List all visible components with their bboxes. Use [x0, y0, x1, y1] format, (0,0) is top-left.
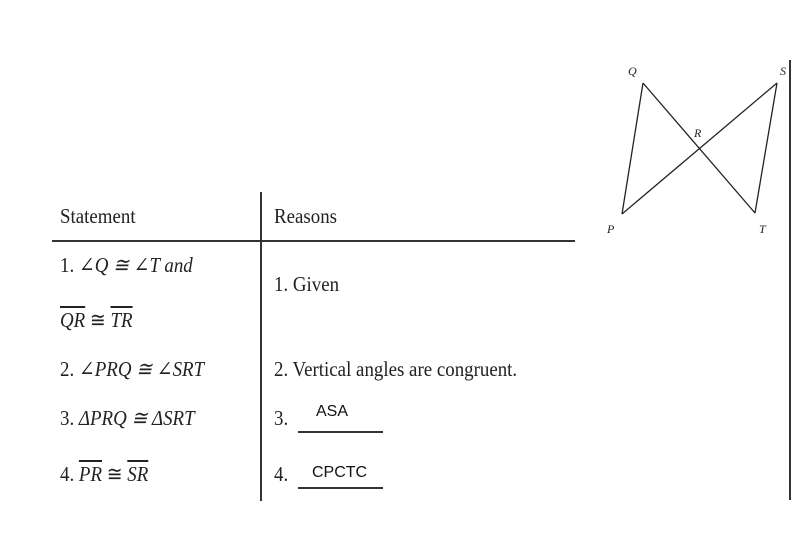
segment-sr: SR: [127, 462, 149, 486]
segment-tr: TR: [110, 308, 133, 332]
statement-text: ∠PRQ ≅ ∠SRT: [78, 357, 205, 381]
row-number: 1.: [60, 253, 75, 277]
label-s: S: [780, 64, 786, 78]
right-border-line: [789, 60, 791, 500]
label-q: Q: [628, 64, 637, 78]
segment-s-t: [754, 82, 778, 214]
congruent-symbol: ≅: [89, 308, 106, 332]
row-number: 3.: [60, 406, 75, 430]
segment-qr: QR: [60, 308, 86, 332]
segment-q-p: [621, 82, 644, 215]
statement-3: 3. ΔPRQ ≅ ΔSRT: [60, 408, 195, 429]
header-statement: Statement: [60, 204, 136, 228]
reason-4-blank-line: [298, 487, 383, 489]
reason-1: 1. Given: [274, 272, 340, 296]
header-reasons: Reasons: [274, 204, 337, 228]
label-t: T: [759, 222, 767, 236]
reason-4-answer: CPCTC: [312, 464, 368, 481]
table-column-divider: [260, 192, 262, 501]
reason-3-number: 3.: [274, 406, 289, 430]
statement-1b: QR ≅ TR: [60, 310, 133, 331]
label-p: P: [606, 222, 615, 236]
table-header-divider: [52, 240, 575, 242]
statement-4: 4. PR ≅ SR: [60, 464, 148, 485]
reason-4-number: 4.: [274, 462, 289, 486]
reason-3-blank-line: [298, 431, 383, 433]
segment-p-s: [621, 82, 778, 215]
row-number: 4.: [60, 462, 75, 486]
statement-text: ΔPRQ ≅ ΔSRT: [78, 406, 195, 430]
statement-1a: 1. ∠Q ≅ ∠T and: [60, 255, 193, 276]
congruent-symbol: ≅: [106, 462, 123, 486]
reason-3-answer: ASA: [316, 403, 349, 420]
statement-2: 2. ∠PRQ ≅ ∠SRT: [60, 359, 204, 380]
segment-pr: PR: [78, 462, 102, 486]
reason-2: 2. Vertical angles are congruent.: [274, 357, 518, 381]
row-number: 2.: [60, 357, 75, 381]
statement-text: ∠Q ≅ ∠T and: [78, 253, 193, 277]
segment-q-t: [642, 82, 756, 214]
label-r: R: [693, 126, 702, 140]
